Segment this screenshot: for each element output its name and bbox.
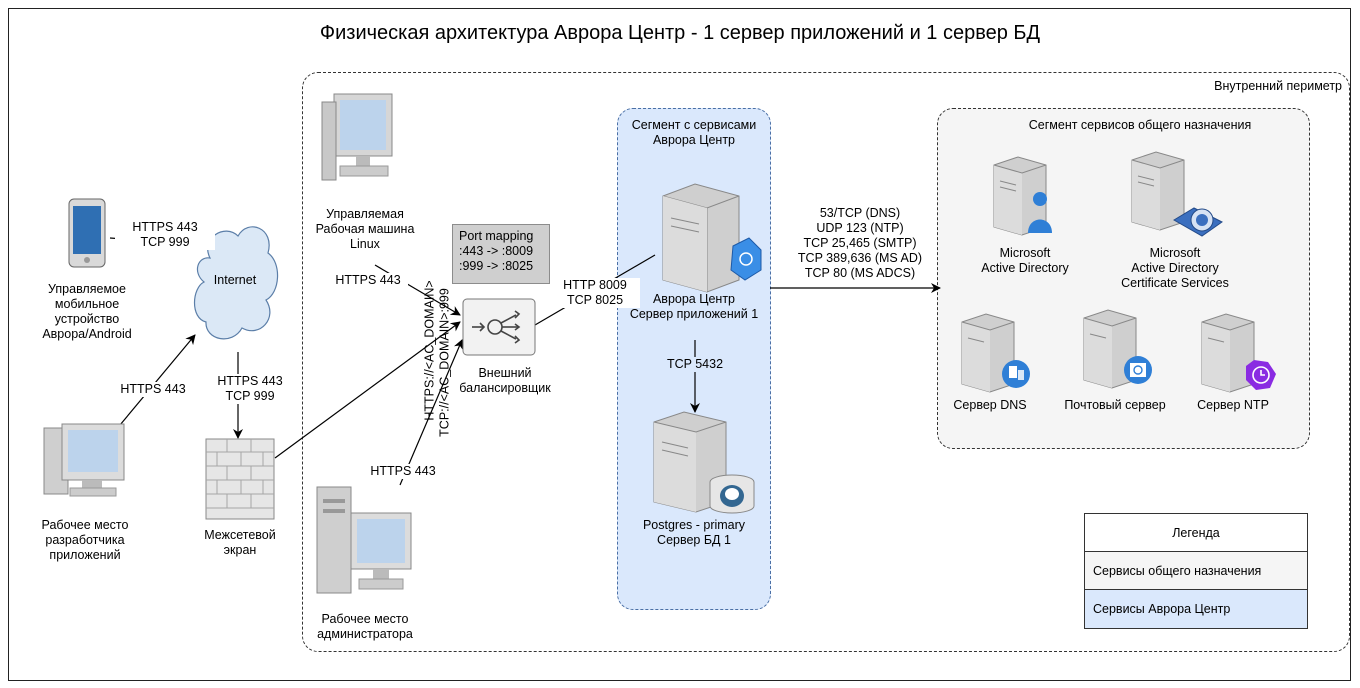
internet-label: Internet: [213, 273, 257, 287]
edge-label-admin-balancer: HTTPS 443: [358, 464, 448, 479]
ms-adcs-server-icon: [1131, 151, 1223, 237]
edge-label-app-services: 53/TCP (DNS) UDP 123 (NTP) TCP 25,465 (S…: [785, 206, 935, 281]
legend-title: Легенда: [1085, 514, 1307, 552]
firewall-label: Межсетевой экран: [204, 528, 276, 557]
segment-ac-label: Сегмент с сервисами Аврора Центр: [631, 118, 757, 147]
edge-label-rotated-tcp: TCP://<AC_DOMAIN>:999: [437, 288, 452, 437]
admin-workstation-icon: [316, 486, 412, 594]
edge-label-app-db: TCP 5432: [660, 357, 730, 372]
app-server-icon: [662, 183, 762, 293]
internal-perimeter-label: Внутренний периметр: [1214, 79, 1342, 93]
segment-common-label: Сегмент сервисов общего назначения: [1028, 118, 1252, 132]
db-server-label: Postgres - primary Сервер БД 1: [642, 518, 746, 547]
port-mapping-title: Port mapping: [459, 229, 534, 243]
ms-ad-label: Microsoft Active Directory: [981, 246, 1069, 275]
db-server-icon: [653, 411, 755, 514]
legend-ac-services: Сервисы Аврора Центр: [1085, 590, 1307, 628]
ntp-server-icon: [1201, 313, 1276, 393]
port-mapping-line-1: :443 -> :8009: [459, 244, 534, 258]
dev-workstation-label: Рабочее место разработчика приложений: [41, 518, 129, 562]
port-mapping-box: Port mapping :443 -> :8009 :999 -> :8025: [452, 224, 550, 284]
port-mapping-line-2: :999 -> :8025: [459, 259, 534, 273]
dns-server-icon: [961, 313, 1030, 393]
firewall-icon: [205, 438, 275, 520]
edge-label-internet-firewall: HTTPS 443 TCP 999: [205, 374, 295, 404]
load-balancer-icon: [462, 298, 536, 356]
diagram-title: Физическая архитектура Аврора Центр - 1 …: [319, 22, 1041, 44]
edge-label-balancer-app: HTTP 8009 TCP 8025: [550, 278, 640, 308]
ntp-server-label: Сервер NTP: [1197, 398, 1269, 412]
internet-cloud-icon: [193, 226, 279, 340]
ms-adcs-label: Microsoft Active Directory Certificate S…: [1121, 246, 1229, 290]
internal-perimeter-region: [302, 72, 1350, 652]
diagram-frame: [8, 8, 1351, 681]
legend: Легенда Сервисы общего назначения Сервис…: [1084, 513, 1308, 629]
admin-workstation-label: Рабочее место администратора: [317, 612, 413, 641]
linux-workstation-label: Управляемая Рабочая машина Linux: [315, 207, 415, 251]
ms-ad-server-icon: [993, 156, 1052, 236]
app-server-label: Аврора Центр Сервер приложений 1: [629, 292, 759, 321]
dev-workstation-icon: [43, 423, 125, 497]
mail-server-icon: [1083, 309, 1152, 389]
edge-label-mobile-internet: HTTPS 443 TCP 999: [115, 220, 215, 250]
edge-label-dev-internet: HTTPS 443: [108, 382, 198, 397]
edge-label-linux-balancer: HTTPS 443: [328, 273, 408, 288]
linux-workstation-icon: [321, 93, 393, 181]
edge-label-rotated-https: HTTPS://<AC_DOMAIN>: [422, 280, 437, 421]
mobile-device-icon: [68, 198, 106, 268]
mobile-device-label: Управляемое мобильное устройство Аврора/…: [42, 282, 132, 341]
segment-common-region: [937, 108, 1310, 449]
mail-server-label: Почтовый сервер: [1064, 398, 1166, 412]
dns-server-label: Сервер DNS: [953, 398, 1027, 412]
legend-common-services: Сервисы общего назначения: [1085, 552, 1307, 590]
load-balancer-label: Внешний балансировщик: [459, 366, 551, 395]
